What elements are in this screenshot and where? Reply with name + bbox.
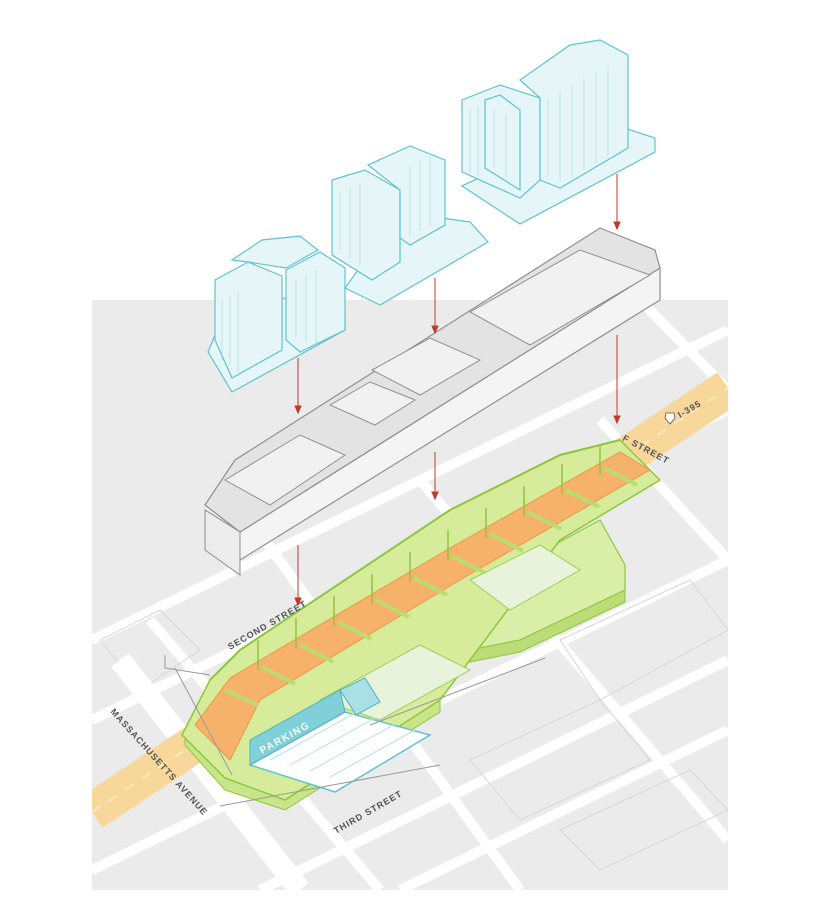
deck-level <box>181 439 662 811</box>
platform-front-face <box>204 509 241 576</box>
arrow-west-lower <box>294 545 302 607</box>
arrow-west-upper <box>294 358 302 415</box>
interstate-shield-icon <box>664 412 676 425</box>
arrow-middle-lower <box>431 452 439 501</box>
parking-facade <box>249 689 346 766</box>
assembly-arrows <box>294 174 621 607</box>
deck-north-rail <box>209 439 621 681</box>
platform-block-west <box>224 434 347 506</box>
platform-block-middle <box>370 337 482 396</box>
tower-west-c <box>230 235 320 269</box>
station-hall <box>469 544 581 611</box>
tower-middle-a <box>331 169 401 281</box>
arrow-east-upper <box>613 174 621 231</box>
arrow-east-lower <box>613 335 621 425</box>
platform-block-center <box>328 381 417 426</box>
tower-west-b <box>285 251 346 353</box>
parking-tower <box>339 677 381 716</box>
arrow-middle-upper <box>431 278 439 335</box>
towers-level <box>207 39 656 393</box>
tower-west-a <box>214 261 283 379</box>
deck-east-wing-wall <box>469 589 626 663</box>
massachusetts-avenue-road <box>111 653 309 890</box>
parking-stall-lines <box>269 712 416 778</box>
deck-cross-beams <box>224 466 638 707</box>
tower-window-grids <box>221 66 609 372</box>
callout-leader-lines <box>164 655 546 807</box>
orange-track-bed <box>194 451 651 761</box>
deck-columns <box>257 445 601 670</box>
tower-east-b <box>519 39 629 189</box>
platform-level <box>204 227 661 576</box>
platform-block-east <box>468 249 652 346</box>
tower-middle-b <box>366 145 446 246</box>
